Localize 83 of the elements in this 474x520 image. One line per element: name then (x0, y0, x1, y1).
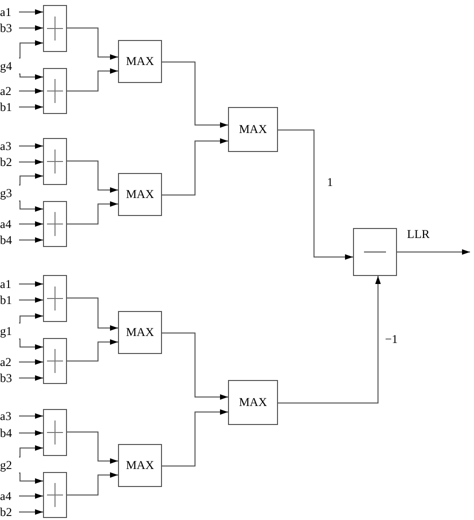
arrow (66, 298, 118, 331)
input-label: b1 (0, 99, 19, 115)
arrow (162, 138, 228, 196)
input-label: b3 (0, 20, 19, 36)
arrow (18, 338, 44, 350)
arrow (18, 88, 44, 94)
max-block (118, 444, 162, 487)
input-label: a1 (0, 4, 19, 20)
arrow (18, 9, 44, 15)
input-label: b4 (0, 425, 19, 441)
input-label: g3 (0, 185, 19, 201)
adder-block (43, 472, 67, 518)
arrow (18, 313, 44, 324)
arrow (18, 472, 44, 484)
arrow (162, 62, 228, 128)
block-label: MAX (238, 395, 267, 410)
arrow (18, 413, 44, 419)
arrow (66, 432, 118, 464)
arrow (18, 159, 44, 165)
input-label: a2 (0, 354, 19, 370)
input-label: g2 (0, 457, 19, 473)
adder-block (43, 68, 67, 114)
input-label: a1 (0, 276, 19, 292)
max-block (228, 107, 278, 152)
arrow (18, 359, 44, 365)
adder-block (43, 5, 67, 52)
arrow (18, 143, 44, 149)
input-label: g4 (0, 58, 19, 74)
arrow (18, 200, 44, 212)
arrow (18, 445, 44, 458)
input-label: a4 (0, 216, 19, 232)
arrow (162, 409, 228, 466)
input-label: a3 (0, 408, 19, 424)
arrow (18, 221, 44, 227)
arrow (66, 472, 118, 496)
arrow (66, 28, 118, 60)
input-label: b4 (0, 232, 19, 248)
input-label: b1 (0, 292, 19, 308)
input-label: a2 (0, 83, 19, 99)
adder-block (43, 138, 67, 185)
edge-label: −1 (384, 333, 399, 345)
adder-block (43, 275, 67, 322)
arrow (18, 237, 44, 243)
max-block (228, 380, 278, 425)
arrow (18, 104, 44, 110)
arrow (18, 375, 44, 381)
adder-block (43, 201, 67, 247)
block-label: MAX (126, 458, 154, 473)
arrow (66, 160, 118, 193)
arrow (396, 249, 470, 255)
arrow (18, 74, 44, 80)
edge-label: 1 (326, 176, 334, 188)
block-label: MAX (126, 187, 154, 202)
arrow (18, 297, 44, 303)
block-label: MAX (126, 325, 154, 340)
arrow (18, 40, 44, 58)
arrow (66, 201, 118, 224)
adder-block (43, 338, 67, 384)
arrow (162, 332, 228, 400)
arrow (278, 276, 381, 404)
arrow (278, 130, 354, 260)
input-label: a4 (0, 488, 19, 504)
adder-block (43, 409, 67, 456)
arrow (18, 493, 44, 499)
edge-label: LLR (406, 228, 431, 240)
subtractor-block (353, 228, 397, 276)
arrow (66, 68, 118, 92)
arrow (18, 281, 44, 287)
arrow (18, 430, 44, 436)
input-label: g1 (0, 323, 19, 339)
input-label: a3 (0, 138, 19, 154)
arrow (18, 25, 44, 31)
arrow (66, 339, 118, 362)
input-label: b2 (0, 154, 19, 170)
input-label: b2 (0, 504, 19, 520)
max-block (118, 173, 162, 216)
arrow (18, 173, 44, 186)
input-label: b3 (0, 370, 19, 386)
max-block (118, 311, 162, 354)
max-block (118, 40, 162, 83)
block-label: MAX (126, 54, 154, 69)
block-label: MAX (238, 122, 267, 137)
arrow (18, 509, 44, 515)
